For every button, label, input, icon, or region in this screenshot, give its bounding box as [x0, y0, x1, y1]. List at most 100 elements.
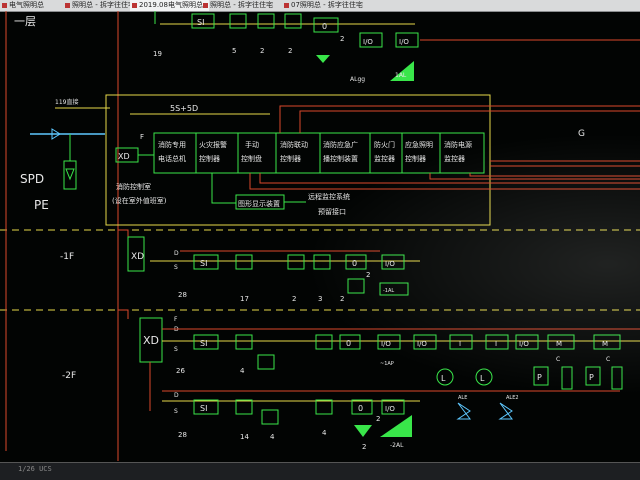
svg-text:2: 2 — [376, 415, 380, 423]
svg-text:28: 28 — [178, 291, 187, 299]
file-tab[interactable]: 电气照明总 — [0, 0, 71, 11]
meter-box-si[interactable] — [191, 13, 215, 29]
panel-triangle-icon — [380, 415, 412, 437]
contactor-box[interactable] — [485, 334, 509, 350]
dwg-file-icon — [2, 3, 7, 8]
meter-box-si[interactable] — [193, 399, 219, 415]
io-box[interactable] — [359, 32, 383, 48]
switch-symbol[interactable] — [235, 254, 253, 270]
meter-box-si[interactable] — [193, 334, 219, 350]
socket-symbol[interactable] — [257, 13, 275, 29]
dwg-file-icon — [65, 3, 70, 8]
first-floor-row: SI 0 I/O I/O 19 5 2 2 2 ALgg 1AL — [153, 11, 640, 83]
file-tab[interactable]: 07照明总 - 拆字往住宅 — [282, 0, 377, 11]
contactor-box[interactable] — [449, 334, 473, 350]
switch-symbol[interactable] — [229, 13, 247, 29]
svg-text:消防应急广: 消防应急广 — [323, 140, 358, 149]
lamp-symbol[interactable] — [257, 354, 275, 370]
svg-text:S: S — [174, 264, 178, 271]
control-room-subtitle: (设在室外值班室) — [112, 196, 167, 205]
io-box[interactable] — [377, 334, 401, 350]
svg-text:26: 26 — [176, 367, 185, 375]
breaker-zero[interactable] — [345, 254, 367, 270]
svg-text:-2AL: -2AL — [390, 442, 404, 449]
transformer-icon — [347, 278, 365, 294]
svg-text:消防专用: 消防专用 — [158, 140, 186, 149]
svg-text:图形显示装置: 图形显示装置 — [238, 199, 280, 208]
svg-text:C: C — [556, 356, 560, 363]
svg-text:P: P — [537, 373, 542, 382]
io-box[interactable] — [413, 334, 437, 350]
svg-text:消防联动: 消防联动 — [280, 140, 308, 149]
io-box[interactable] — [395, 32, 419, 48]
pump-box[interactable] — [585, 366, 601, 386]
floor-dividers — [0, 229, 640, 311]
svg-text:ALgg: ALgg — [350, 76, 365, 83]
io-box[interactable] — [515, 334, 539, 350]
svg-text:3: 3 — [318, 295, 322, 303]
meter-symbol[interactable] — [284, 13, 302, 29]
level-sensor-icon — [436, 368, 454, 386]
module-linkage[interactable]: 消防联动 控制器 — [280, 133, 321, 173]
svg-text:2: 2 — [340, 35, 344, 43]
svg-text:ALE2: ALE2 — [506, 395, 519, 401]
svg-text:2: 2 — [292, 295, 296, 303]
b1-distribution-row: XD D S SI 0 I/O -1AL 28 17 2 3 2 2 — [118, 229, 420, 303]
module-fire-door[interactable]: 防火门 监控器 — [374, 133, 403, 173]
valve-icon — [456, 402, 471, 420]
svg-text:I/O: I/O — [519, 340, 529, 348]
svg-text:S: S — [174, 408, 178, 415]
file-tab-active[interactable]: 2019.08电气照明总 — [130, 0, 209, 11]
svg-text:0: 0 — [322, 22, 327, 31]
meter-symbol[interactable] — [315, 399, 333, 415]
status-bar: 1/26 UCS — [0, 462, 640, 480]
switch-symbol[interactable] — [235, 399, 253, 415]
svg-text:I/O: I/O — [363, 38, 373, 46]
fire-control-room-frame[interactable] — [105, 94, 491, 226]
svg-text:1AL: 1AL — [395, 72, 407, 79]
floor-label-b1: -1F — [60, 252, 74, 262]
breaker-zero[interactable] — [313, 17, 339, 33]
svg-text:控制器: 控制器 — [405, 154, 426, 163]
xd-cabinet-b2[interactable] — [139, 317, 163, 363]
svg-text:0: 0 — [358, 404, 363, 413]
module-broadcast[interactable]: 消防应急广 播控制装置 — [323, 133, 371, 173]
svg-text:14: 14 — [240, 433, 249, 441]
module-fire-alarm[interactable]: 火灾报警 控制器 — [199, 133, 239, 173]
module-fire-phone[interactable]: 消防专用 电话总机 — [158, 133, 197, 173]
meter-symbol[interactable] — [313, 254, 331, 270]
module-emergency-lighting[interactable]: 应急照明 控制器 — [405, 133, 441, 173]
breaker-zero[interactable] — [339, 334, 361, 350]
xd-cabinet-b1[interactable] — [127, 236, 145, 272]
svg-text:2: 2 — [362, 443, 366, 451]
file-tab[interactable]: 照明总 - 拆字往住宅 — [201, 0, 290, 11]
svg-text:I/O: I/O — [381, 340, 391, 348]
io-box[interactable] — [381, 399, 405, 415]
svg-text:L: L — [480, 374, 485, 383]
io-box[interactable] — [381, 254, 405, 270]
svg-text:SI: SI — [200, 339, 207, 348]
svg-text:I: I — [459, 340, 461, 348]
b2-distribution-rows: XD F D S SI 0 I/O I/O I I I — [118, 309, 640, 451]
file-tab[interactable]: 照明总 - 拆字往住宅 — [63, 0, 138, 11]
meter-box-si[interactable] — [193, 254, 219, 270]
svg-text:应急照明: 应急照明 — [405, 140, 433, 149]
motor-box[interactable] — [593, 334, 621, 350]
breaker-zero[interactable] — [351, 399, 373, 415]
svg-text:-1AL: -1AL — [383, 288, 394, 294]
module-power-monitor[interactable]: 消防电源 监控器 — [444, 140, 472, 163]
motor-box[interactable] — [547, 334, 575, 350]
module-manual-panel[interactable]: 手动 控制盘 — [241, 133, 277, 173]
spd-device[interactable] — [63, 160, 77, 190]
svg-text:SI: SI — [200, 404, 207, 413]
socket-symbol[interactable] — [261, 409, 279, 425]
meter-symbol[interactable] — [315, 334, 333, 350]
socket-symbol[interactable] — [287, 254, 305, 270]
drawing-canvas[interactable]: 一层 -1F -2F SI 0 I/O I/O 19 5 2 2 2 ALgg — [0, 11, 640, 462]
pump-box[interactable] — [533, 366, 549, 386]
svg-text:I/O: I/O — [399, 38, 409, 46]
svg-text:火灾报警: 火灾报警 — [199, 140, 227, 149]
switch-symbol[interactable] — [235, 334, 253, 350]
svg-text:I: I — [495, 340, 497, 348]
